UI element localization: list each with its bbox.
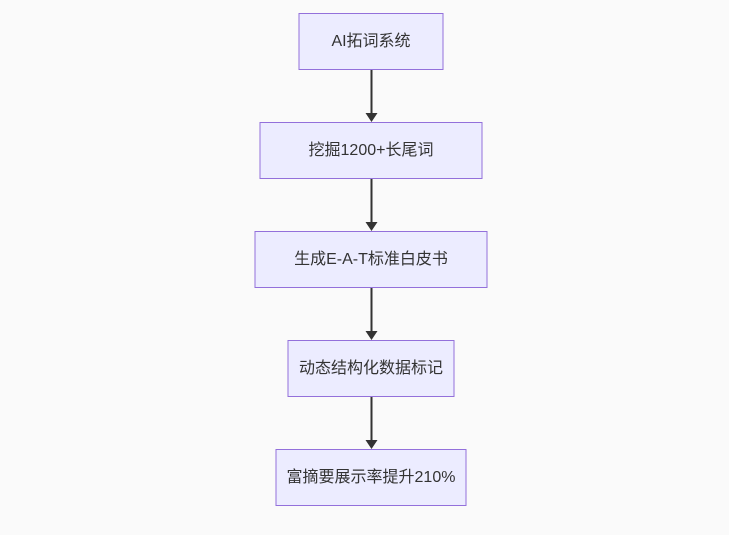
arrow-connector	[364, 70, 378, 122]
arrow-connector	[364, 397, 378, 449]
flowchart: AI拓词系统 挖掘1200+长尾词 生成E-A-T标准白皮书 动态结构化数据标记…	[254, 13, 488, 506]
arrow-line	[370, 397, 372, 440]
arrowhead-down-icon	[365, 440, 377, 449]
flow-node-label: 挖掘1200+长尾词	[308, 142, 434, 159]
arrow-line	[370, 179, 372, 222]
flow-node-label: 富摘要展示率提升210%	[286, 469, 456, 486]
arrowhead-down-icon	[365, 113, 377, 122]
arrow-line	[370, 288, 372, 331]
flow-node-longtail-mining: 挖掘1200+长尾词	[259, 122, 483, 179]
arrow-connector	[364, 179, 378, 231]
flow-node-structured-data-markup: 动态结构化数据标记	[287, 340, 454, 397]
flow-node-eat-whitepaper: 生成E-A-T标准白皮书	[254, 231, 488, 288]
flow-node-label: 生成E-A-T标准白皮书	[294, 251, 448, 268]
flow-node-label: 动态结构化数据标记	[298, 360, 443, 377]
flow-node-label: AI拓词系统	[331, 33, 411, 50]
arrowhead-down-icon	[365, 222, 377, 231]
arrowhead-down-icon	[365, 331, 377, 340]
flow-node-rich-snippet-rate: 富摘要展示率提升210%	[275, 449, 467, 506]
arrow-connector	[364, 288, 378, 340]
flow-node-ai-word-expansion: AI拓词系统	[298, 13, 444, 70]
arrow-line	[370, 70, 372, 113]
